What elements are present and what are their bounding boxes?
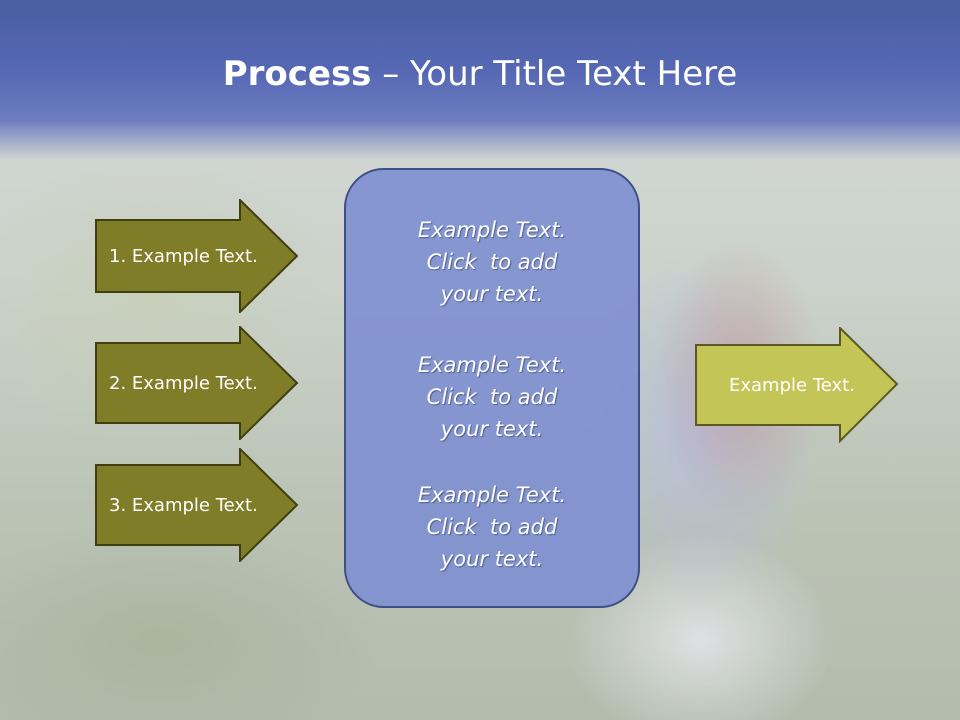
arrow-label: 1. Example Text. xyxy=(109,245,258,267)
text-line: your text. xyxy=(440,417,544,441)
text-line: Example Text. xyxy=(417,218,567,242)
arrow-label: 3. Example Text. xyxy=(109,494,258,516)
process-arrow-3[interactable]: 3. Example Text. xyxy=(95,448,299,562)
text-line: your text. xyxy=(440,282,544,306)
text-line: Click to add xyxy=(426,250,558,274)
process-arrow-1[interactable]: 1. Example Text. xyxy=(95,199,299,313)
slide-title[interactable]: Process – Your Title Text Here xyxy=(0,52,960,96)
arrow-shape xyxy=(95,199,299,313)
process-arrow-2[interactable]: 2. Example Text. xyxy=(95,326,299,440)
center-text-block-3: Example Text. Click to add your text. xyxy=(346,479,638,575)
center-text-block-2: Example Text. Click to add your text. xyxy=(346,349,638,445)
arrow-shape xyxy=(95,326,299,440)
title-band xyxy=(0,0,960,160)
text-line: Click to add xyxy=(426,385,558,409)
text-line: Example Text. xyxy=(417,353,567,377)
title-bold-text: Process xyxy=(222,54,372,94)
arrow-label: Example Text. xyxy=(729,374,855,396)
arrow-shape xyxy=(695,327,899,443)
text-line: Example Text. xyxy=(417,483,567,507)
title-rest-text: – Your Title Text Here xyxy=(371,54,738,94)
arrow-shape xyxy=(95,448,299,562)
text-line: your text. xyxy=(440,547,544,571)
output-arrow[interactable]: Example Text. xyxy=(695,327,899,443)
text-line: Click to add xyxy=(426,515,558,539)
center-text-box[interactable]: Example Text. Click to add your text. Ex… xyxy=(344,168,640,608)
center-text-block-1: Example Text. Click to add your text. xyxy=(346,214,638,310)
arrow-label: 2. Example Text. xyxy=(109,372,258,394)
